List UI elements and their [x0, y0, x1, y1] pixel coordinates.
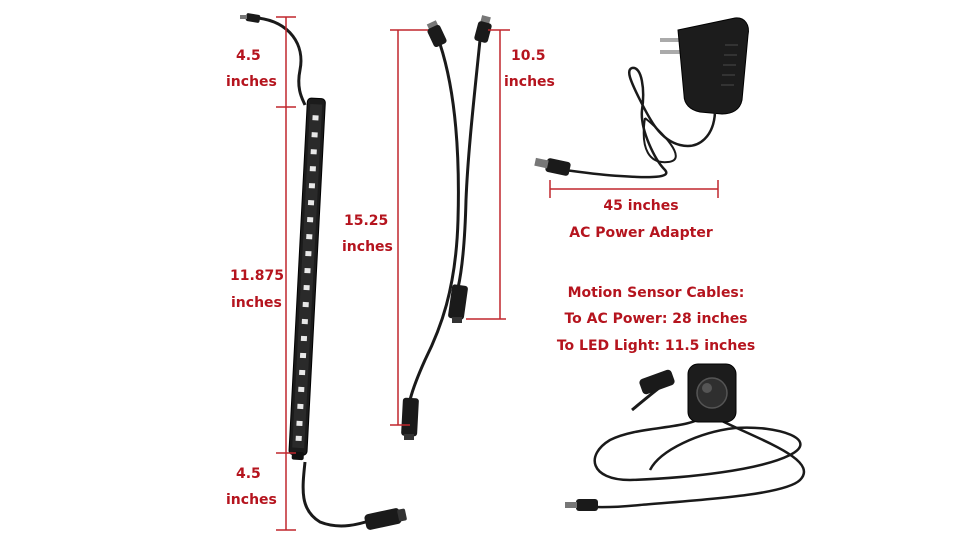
led-dots [295, 115, 319, 442]
motion-sensor-led-length: To LED Light: 11.5 inches [556, 338, 756, 354]
bottom-cable-length-unit: inches [226, 492, 277, 508]
strip-length-value: 11.875 [230, 268, 285, 284]
motion-sensor [565, 363, 806, 511]
dimension-lines-splitter [390, 29, 510, 426]
splitter-short-length-unit: inches [504, 74, 555, 90]
splitter-long-length-value: 15.25 [344, 213, 389, 229]
adapter-length-label: 45 inches [603, 198, 679, 214]
strip-length-unit: inches [231, 295, 282, 311]
top-cable-length-value: 4.5 [236, 48, 261, 64]
splitter-long-length-unit: inches [342, 239, 393, 255]
motion-sensor-title: Motion Sensor Cables: [567, 285, 745, 301]
dimension-lines-led [276, 16, 296, 531]
motion-sensor-ac-length: To AC Power: 28 inches [564, 311, 748, 327]
splitter-cable [401, 15, 492, 440]
top-cable-length-unit: inches [226, 74, 277, 90]
bottom-cable-length-value: 4.5 [236, 466, 261, 482]
adapter-name-label: AC Power Adapter [569, 225, 713, 241]
led-light-bar [240, 13, 407, 530]
splitter-short-length-value: 10.5 [511, 48, 546, 64]
ac-power-adapter [534, 17, 749, 179]
dimension-line-adapter [549, 180, 719, 198]
